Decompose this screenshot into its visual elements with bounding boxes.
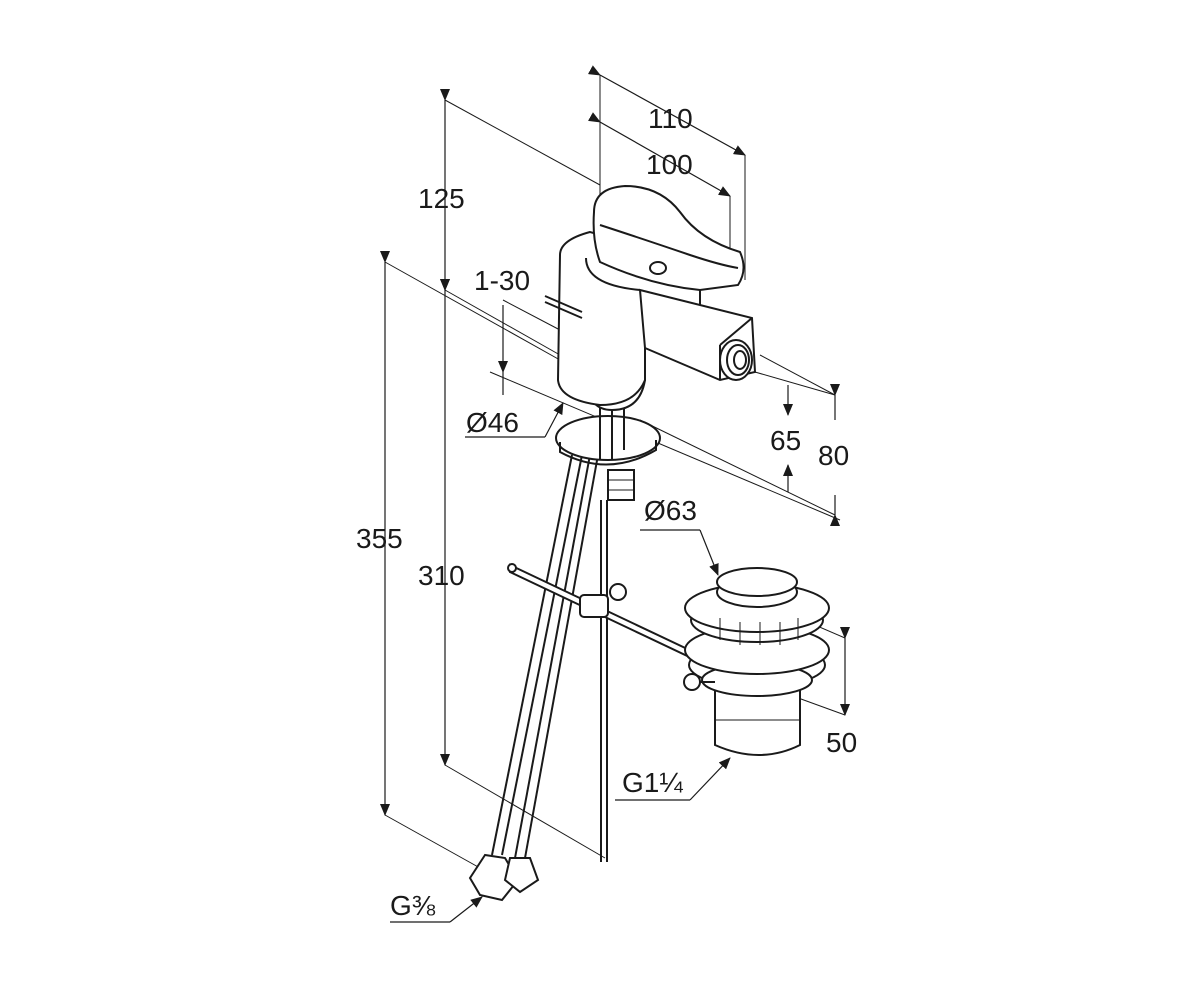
dim-g114: G1¼ [622, 767, 683, 798]
dim-65: 65 [770, 425, 801, 456]
dim-50: 50 [826, 727, 857, 758]
pop-up-waste [683, 567, 830, 756]
dimension-labels: 110 100 125 1-30 Ø46 65 80 Ø63 355 310 5… [356, 103, 857, 921]
dimension-lines [380, 65, 850, 923]
dim-110: 110 [648, 103, 693, 134]
dim-100: 100 [646, 149, 693, 180]
dim-1-30: 1-30 [474, 265, 530, 296]
dim-dia46: Ø46 [466, 407, 519, 438]
hose-connectors [468, 853, 540, 902]
faucet-body [491, 184, 757, 862]
dim-355: 355 [356, 523, 403, 554]
dim-dia63: Ø63 [644, 495, 697, 526]
dim-g38: G⅜ [390, 890, 436, 921]
dim-125: 125 [418, 183, 465, 214]
dim-80: 80 [818, 440, 849, 471]
dim-310: 310 [418, 560, 465, 591]
